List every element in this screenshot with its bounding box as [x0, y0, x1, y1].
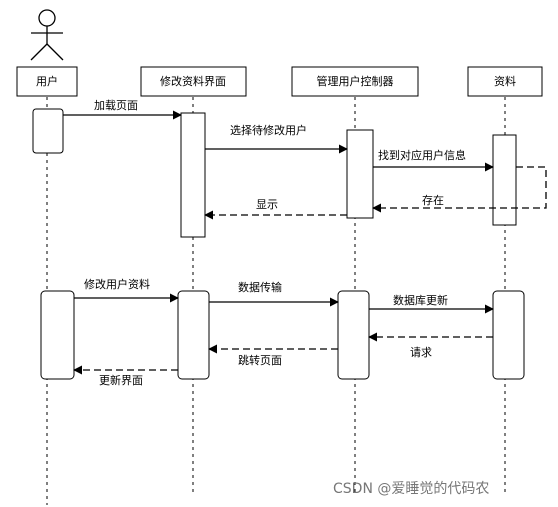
activation-profile-1: [492, 134, 517, 226]
participant-controller-label: 管理用户控制器: [317, 74, 394, 88]
participant-controller: 管理用户控制器: [291, 66, 419, 97]
message-exists-arrow: [372, 166, 547, 213]
activation-edit-ui-2: [177, 290, 210, 380]
activation-user-2: [40, 290, 75, 380]
message-display-label: 显示: [256, 198, 278, 211]
message-request-label: 请求: [410, 346, 432, 359]
message-db-update-label: 数据库更新: [393, 293, 448, 307]
message-redirect-label: 跳转页面: [238, 353, 282, 367]
participant-edit-ui-label: 修改资料界面: [160, 74, 226, 88]
message-transfer-label: 数据传输: [238, 280, 282, 294]
participant-user: 用户: [16, 66, 78, 97]
message-exists-label: 存在: [422, 193, 444, 207]
watermark-text: CSDN @爱睡觉的代码农: [333, 481, 489, 497]
participant-profile-label: 资料: [494, 74, 516, 88]
message-update-ui-label: 更新界面: [99, 373, 143, 387]
actor-figure: [30, 9, 64, 61]
participant-user-label: 用户: [36, 74, 58, 88]
activation-user-1: [32, 108, 64, 154]
activation-profile-2: [492, 290, 525, 380]
participant-edit-ui: 修改资料界面: [140, 66, 247, 97]
message-find-user-label: 找到对应用户信息: [378, 148, 466, 162]
activation-controller-2: [337, 290, 370, 380]
activation-edit-ui-1: [180, 112, 206, 238]
activation-controller-1: [346, 129, 374, 219]
message-select-user-label: 选择待修改用户: [230, 123, 307, 137]
message-edit-profile-label: 修改用户资料: [84, 277, 150, 291]
participant-profile: 资料: [467, 66, 543, 97]
message-load-page-label: 加载页面: [94, 99, 138, 112]
